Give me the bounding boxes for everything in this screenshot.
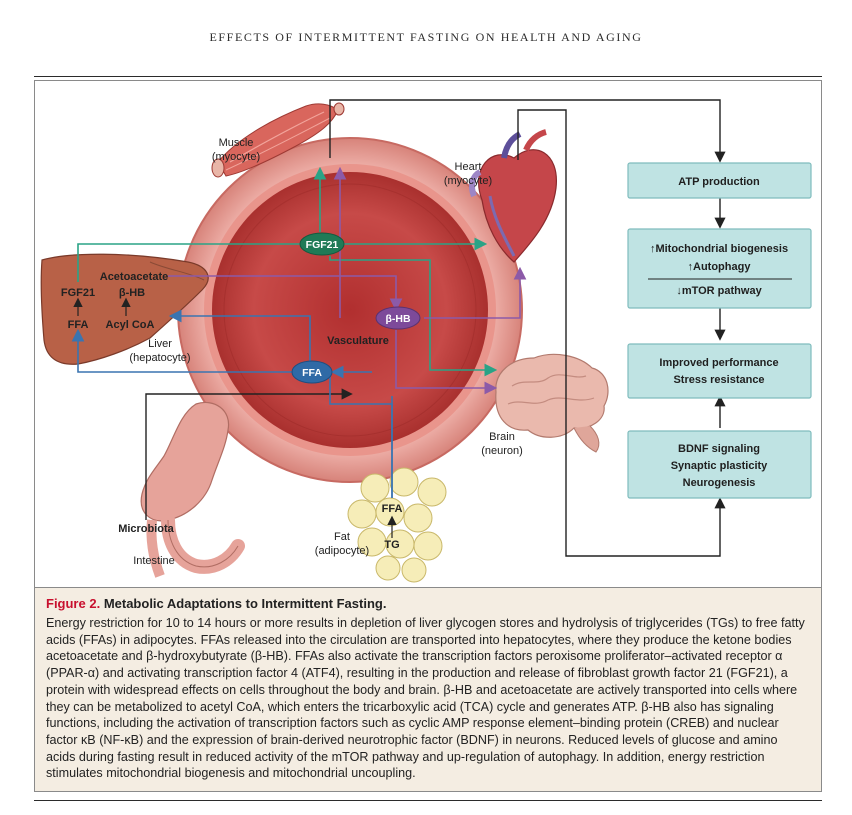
muscle-illustration xyxy=(211,102,345,178)
figure-title: Metabolic Adaptations to Intermittent Fa… xyxy=(103,596,387,611)
microbiota-label: Microbiota xyxy=(118,523,174,535)
black-pathways xyxy=(145,99,726,557)
caption-title: Figure 2. Metabolic Adaptations to Inter… xyxy=(46,596,809,611)
brain-illustration xyxy=(495,353,609,453)
ffa-liver-label: FFA xyxy=(68,319,89,331)
outcome-stress: Stress resistance xyxy=(673,374,764,386)
fat-cells-illustration xyxy=(347,467,447,583)
acetoacetate-label: Acetoacetate xyxy=(100,271,168,283)
outcome-autophagy: ↑Autophagy xyxy=(688,261,752,273)
intestine-label: Intestine xyxy=(133,555,175,567)
caption-body: Energy restriction for 10 to 14 hours or… xyxy=(46,616,805,781)
liver-label: Liver xyxy=(148,338,172,350)
local-arrows xyxy=(73,297,397,538)
heart-cell-label: (myocyte) xyxy=(444,175,492,187)
node-bhb xyxy=(375,306,421,330)
fgf21-liver-label: FGF21 xyxy=(61,287,95,299)
muscle-label: Muscle xyxy=(219,137,254,149)
intestine-illustration xyxy=(140,401,245,578)
outcome-atp: ATP production xyxy=(678,176,760,188)
muscle-cell-label: (myocyte) xyxy=(212,151,260,163)
figure-caption: Figure 2. Metabolic Adaptations to Inter… xyxy=(34,588,822,792)
brain-label: Brain xyxy=(489,431,515,443)
liver-cell-label: (hepatocyte) xyxy=(129,352,190,364)
tg-fat-label: TG xyxy=(384,539,399,551)
metabolic-diagram: Muscle (myocyte) Heart (myocyte) Liver (… xyxy=(40,99,812,583)
node-bhb-label: β-HB xyxy=(385,313,410,325)
running-head: EFFECTS OF INTERMITTENT FASTING ON HEALT… xyxy=(209,30,643,44)
fgf21-pathways xyxy=(77,166,498,377)
ffa-fat-label: FFA xyxy=(382,503,403,515)
vasculature-label: Vasculature xyxy=(327,335,389,347)
outcome-mito: ↑Mitochondrial biogenesis xyxy=(650,243,788,255)
outcome-bdnf: BDNF signaling xyxy=(678,443,760,455)
node-fgf21 xyxy=(299,232,345,256)
outcome-mtor: ↓mTOR pathway xyxy=(676,285,762,297)
bottom-rule xyxy=(34,800,822,801)
top-rule xyxy=(34,76,822,77)
outcome-neurogenesis: Neurogenesis xyxy=(683,477,756,489)
vasculature-vessel xyxy=(177,137,523,483)
heart-illustration xyxy=(469,129,557,263)
node-fgf21-label: FGF21 xyxy=(306,239,339,251)
ffa-pathways xyxy=(71,309,393,498)
node-ffa-label: FFA xyxy=(302,367,322,379)
acyl-coa-label: Acyl CoA xyxy=(106,319,155,331)
outcome-performance: Improved performance xyxy=(659,357,778,369)
figure-number: Figure 2. xyxy=(46,596,101,611)
fat-label: Fat xyxy=(334,531,350,543)
heart-label: Heart xyxy=(455,161,482,173)
outcome-boxes xyxy=(627,162,812,499)
outcome-plasticity: Synaptic plasticity xyxy=(671,460,768,472)
fat-cell-label: (adipocyte) xyxy=(315,545,369,557)
brain-cell-label: (neuron) xyxy=(481,445,523,457)
bhb-liver-label: β-HB xyxy=(119,287,145,299)
node-ffa xyxy=(291,360,333,384)
